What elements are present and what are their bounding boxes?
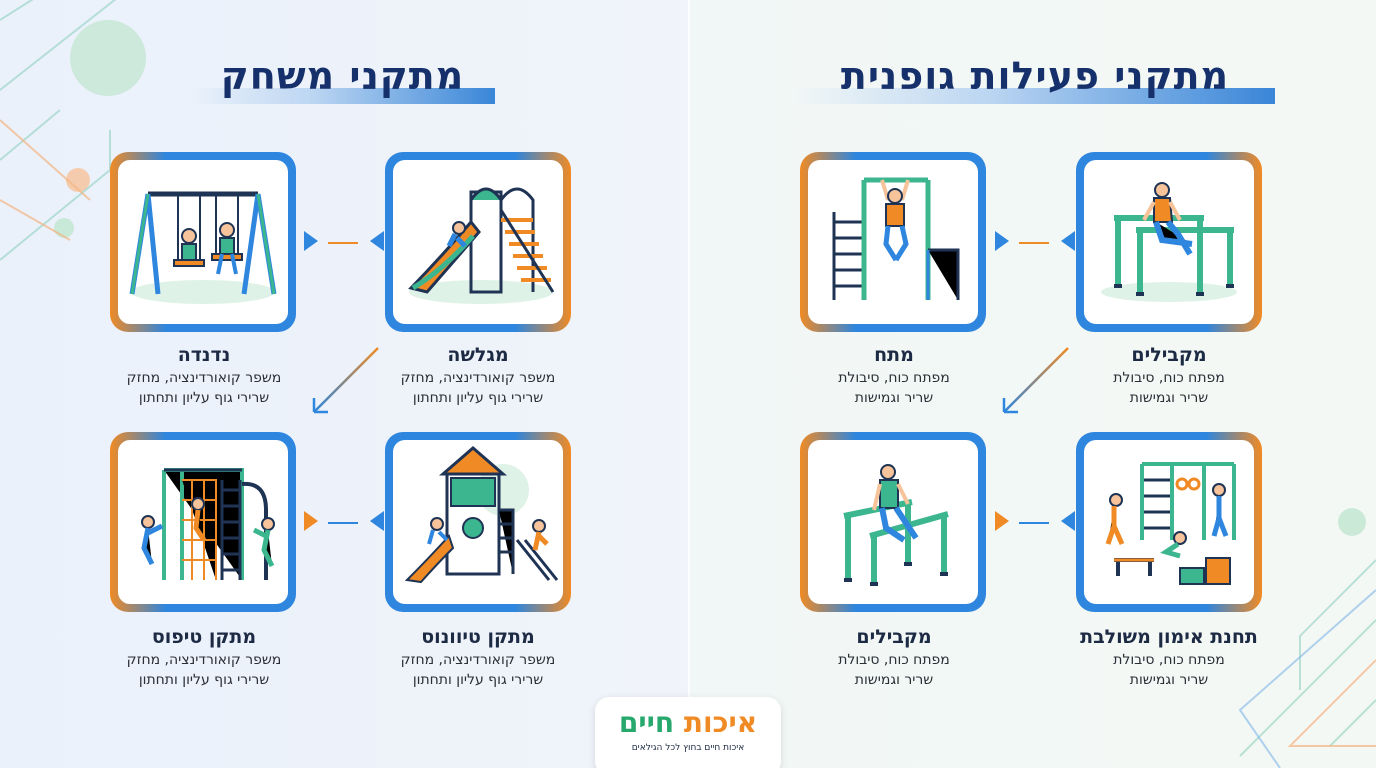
item-name: מתקן טיפוס [151, 626, 257, 648]
right-section-title: מתקני פעילות גופנית [795, 50, 1275, 104]
item-name: מקבילים [856, 626, 932, 648]
item-name: נדנדה [177, 344, 231, 366]
item-name: מתקן טיוונוס [421, 626, 535, 648]
item-name: תחנת אימון משולבת [1080, 626, 1258, 648]
item-desc-line1: מפתח כוח, סיבולת [838, 370, 950, 386]
swing-card [110, 152, 296, 332]
connector-arrow [304, 511, 318, 531]
item-desc-line2: שריר וגמישות [1129, 672, 1209, 688]
item-desc-line2: שרירי גוף עליון ותחתון [138, 390, 270, 406]
brand-logo: איכות חיים איכות חיים בחוץ לכל הגילאים [595, 697, 781, 768]
play-tower-card [385, 432, 571, 612]
item-desc-line1: משפר קואורדינציה, מחזק [126, 652, 282, 668]
item-desc-line2: שרירי גוף עליון ותחתון [412, 390, 544, 406]
pull-up-bar-icon [832, 177, 960, 300]
connector-arrow [995, 231, 1009, 251]
swing-icon [129, 191, 277, 304]
logo-tagline: איכות חיים בחוץ לכל הגילאים [631, 743, 745, 753]
combined-station-card [1076, 432, 1262, 612]
pull-up-bar-card [800, 152, 986, 332]
connector-dash [1019, 522, 1049, 524]
dip-bars-icon [843, 464, 949, 586]
item-desc-line1: מפתח כוח, סיבולת [1113, 652, 1225, 668]
label-combined-station: תחנת אימון משולבת מפתח כוח, סיבולת שריר … [1049, 624, 1289, 690]
connector-arrow [1061, 231, 1075, 251]
item-desc-line2: שריר וגמישות [854, 390, 934, 406]
label-dip-bars: מקבילים מפתח כוח, סיבולת שריר וגמישות [774, 624, 1014, 690]
label-swing: נדנדה משפר קואורדינציה, מחזק שרירי גוף ע… [84, 342, 324, 408]
label-parallel-bars: מקבילים מפתח כוח, סיבולת שריר וגמישות [1049, 342, 1289, 408]
dip-bars-card [800, 432, 986, 612]
section-divider [688, 0, 690, 768]
label-slide: מגלשה משפר קואורדינציה, מחזק שרירי גוף ע… [358, 342, 598, 408]
connector-dash [328, 242, 358, 244]
item-desc-line1: משפר קואורדינציה, מחזק [400, 652, 556, 668]
item-desc-line1: משפר קואורדינציה, מחזק [400, 370, 556, 386]
parallel-bars-icon [1101, 182, 1237, 302]
connector-arrow [995, 511, 1009, 531]
connector-arrow [370, 231, 384, 251]
connector-arrow [370, 511, 384, 531]
play-tower-icon [404, 446, 559, 584]
logo-word-1: איכות [683, 706, 758, 739]
climbing-frame-icon [141, 468, 275, 580]
climbing-frame-card [110, 432, 296, 612]
item-name: מגלשה [447, 344, 509, 366]
slide-icon [408, 187, 555, 304]
connector-dash [328, 522, 358, 524]
label-climbing-frame: מתקן טיפוס משפר קואורדינציה, מחזק שרירי … [84, 624, 324, 690]
item-desc-line2: שרירי גוף עליון ותחתון [412, 672, 544, 688]
label-play-tower: מתקן טיוונוס משפר קואורדינציה, מחזק שריר… [358, 624, 598, 690]
item-name: מתח [874, 344, 914, 366]
logo-word-2: חיים [618, 706, 675, 739]
item-desc-line1: מפתח כוח, סיבולת [838, 652, 950, 668]
label-pull-up-bar: מתח מפתח כוח, סיבולת שריר וגמישות [774, 342, 1014, 408]
item-desc-line2: שריר וגמישות [1129, 390, 1209, 406]
parallel-bars-card [1076, 152, 1262, 332]
connector-arrow [304, 231, 318, 251]
combined-station-icon [1105, 462, 1236, 585]
connector-arrow [1061, 511, 1075, 531]
connector-dash [1019, 242, 1049, 244]
left-section-title: מתקני משחק [190, 50, 495, 104]
item-desc-line2: שריר וגמישות [854, 672, 934, 688]
item-desc-line1: מפתח כוח, סיבולת [1113, 370, 1225, 386]
item-name: מקבילים [1131, 344, 1207, 366]
item-desc-line2: שרירי גוף עליון ותחתון [138, 672, 270, 688]
slide-card [385, 152, 571, 332]
item-desc-line1: משפר קואורדינציה, מחזק [126, 370, 282, 386]
logo-wordmark: איכות חיים [595, 705, 781, 741]
